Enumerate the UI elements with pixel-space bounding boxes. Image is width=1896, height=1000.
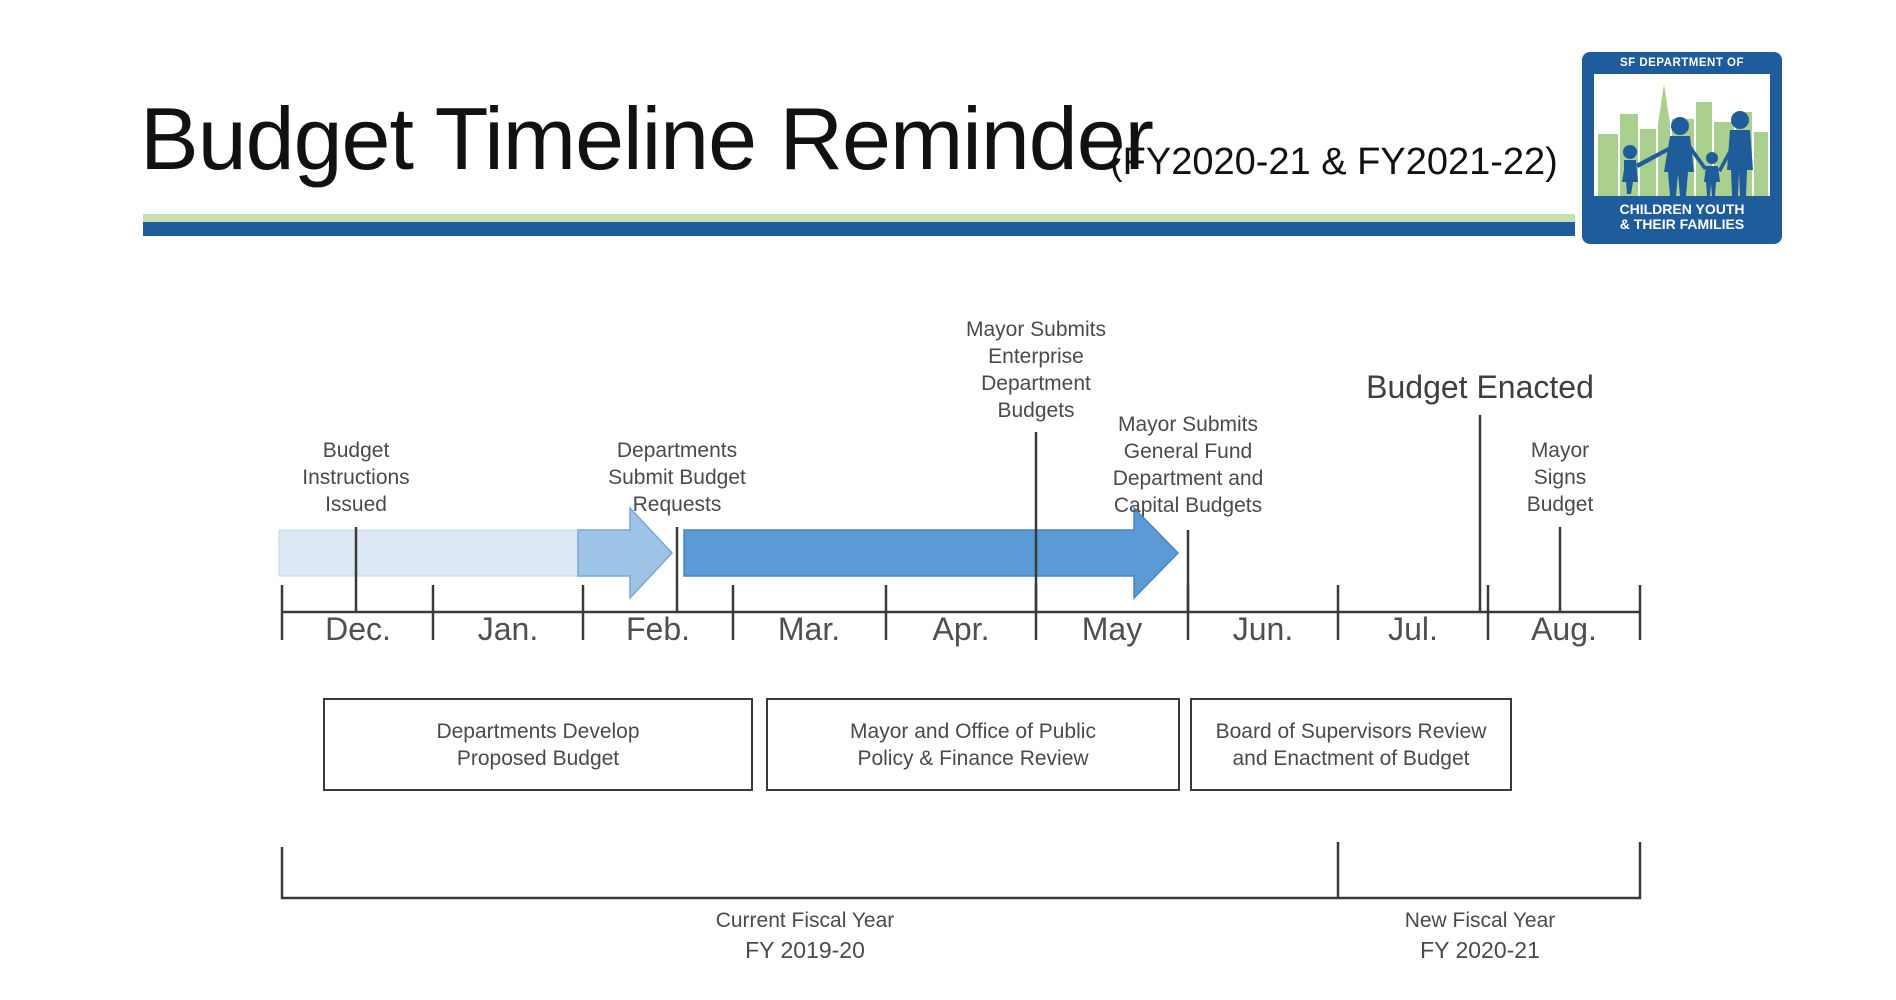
event-line: Signs <box>1533 466 1587 489</box>
page-subtitle: (FY2020-21 & FY2021-22) <box>1110 141 1558 183</box>
month-label: Apr. <box>932 611 990 647</box>
event-mayor-enterprise: Mayor Submits Enterprise Department Budg… <box>936 316 1136 424</box>
event-line: Requests <box>632 493 722 516</box>
logo-top-text: SF DEPARTMENT OF <box>1619 57 1745 69</box>
logo-bottom-text: CHILDREN YOUTH & THEIR FAMILIES <box>1582 202 1782 232</box>
fiscal-year-name: Current Fiscal Year <box>715 909 895 932</box>
dcyf-logo: SF DEPARTMENT OF <box>1582 52 1782 244</box>
phase-box-board-review: Board of Supervisors Review and Enactmen… <box>1190 698 1512 791</box>
fiscal-year-code: FY 2020-21 <box>1420 937 1540 963</box>
fiscal-year-new: New Fiscal Year FY 2020-21 <box>1330 907 1630 966</box>
fiscal-year-current: Current Fiscal Year FY 2019-20 <box>655 907 955 966</box>
month-label: Dec. <box>325 611 391 647</box>
event-line: General Fund <box>1123 440 1253 463</box>
phase-line: Board of Supervisors Review <box>1215 719 1487 743</box>
arrow-light-body <box>278 529 583 577</box>
phase-line: Mayor and Office of Public <box>850 719 1096 743</box>
event-line: Mayor Submits <box>1117 413 1259 436</box>
phase-box-mayor-review: Mayor and Office of Public Policy & Fina… <box>766 698 1180 791</box>
month-label: Feb. <box>625 611 691 647</box>
event-line: Capital Budgets <box>1113 494 1263 517</box>
event-line: Submit Budget <box>608 466 746 489</box>
event-line: Instructions <box>302 466 410 489</box>
page-title: Budget Timeline Reminder <box>140 89 1154 188</box>
event-line: Budget <box>322 439 390 462</box>
event-line: Departments <box>616 439 738 462</box>
event-line: Enterprise <box>988 345 1084 368</box>
event-mayor-general-fund: Mayor Submits General Fund Department an… <box>1078 411 1298 519</box>
event-line: Mayor Submits <box>965 318 1107 341</box>
phase-line: Departments Develop <box>436 719 640 743</box>
arrow-mid-head <box>577 506 674 600</box>
title-rule-green <box>143 214 1575 222</box>
fiscal-year-brackets <box>280 842 1642 900</box>
logo-line-1: CHILDREN YOUTH <box>1619 201 1745 217</box>
month-label: Jul. <box>1388 611 1438 647</box>
fiscal-year-name: New Fiscal Year <box>1404 909 1556 932</box>
event-line: Budgets <box>997 399 1075 422</box>
logo-line-2: & THEIR FAMILIES <box>1619 216 1745 232</box>
month-label: Aug. <box>1531 611 1597 647</box>
event-line: Mayor <box>1530 439 1590 462</box>
phase-line: Proposed Budget <box>456 746 620 770</box>
event-line: Budget <box>1526 493 1594 516</box>
title-rule-blue <box>143 222 1575 236</box>
month-label: Jun. <box>1232 611 1294 647</box>
month-label: Jan. <box>477 611 539 647</box>
arrow-dark <box>683 506 1180 600</box>
event-line: Department and <box>1112 467 1264 490</box>
event-line: Issued <box>325 493 387 516</box>
event-line: Department <box>981 372 1091 395</box>
event-mayor-signs: Mayor Signs Budget <box>1490 437 1630 518</box>
phase-line: and Enactment of Budget <box>1232 746 1470 770</box>
event-connectors <box>354 415 1562 612</box>
event-departments-submit: Departments Submit Budget Requests <box>577 437 777 518</box>
family-skyline-icon <box>1594 74 1770 196</box>
phase-box-develop: Departments Develop Proposed Budget <box>323 698 753 791</box>
event-budget-enacted: Budget Enacted <box>1366 369 1594 405</box>
month-label: May <box>1081 611 1143 647</box>
event-budget-instructions: Budget Instructions Issued <box>266 437 446 518</box>
phase-line: Policy & Finance Review <box>857 746 1089 770</box>
axis-ticks <box>280 585 1642 640</box>
month-label: Mar. <box>777 611 841 647</box>
fiscal-year-code: FY 2019-20 <box>745 937 865 963</box>
